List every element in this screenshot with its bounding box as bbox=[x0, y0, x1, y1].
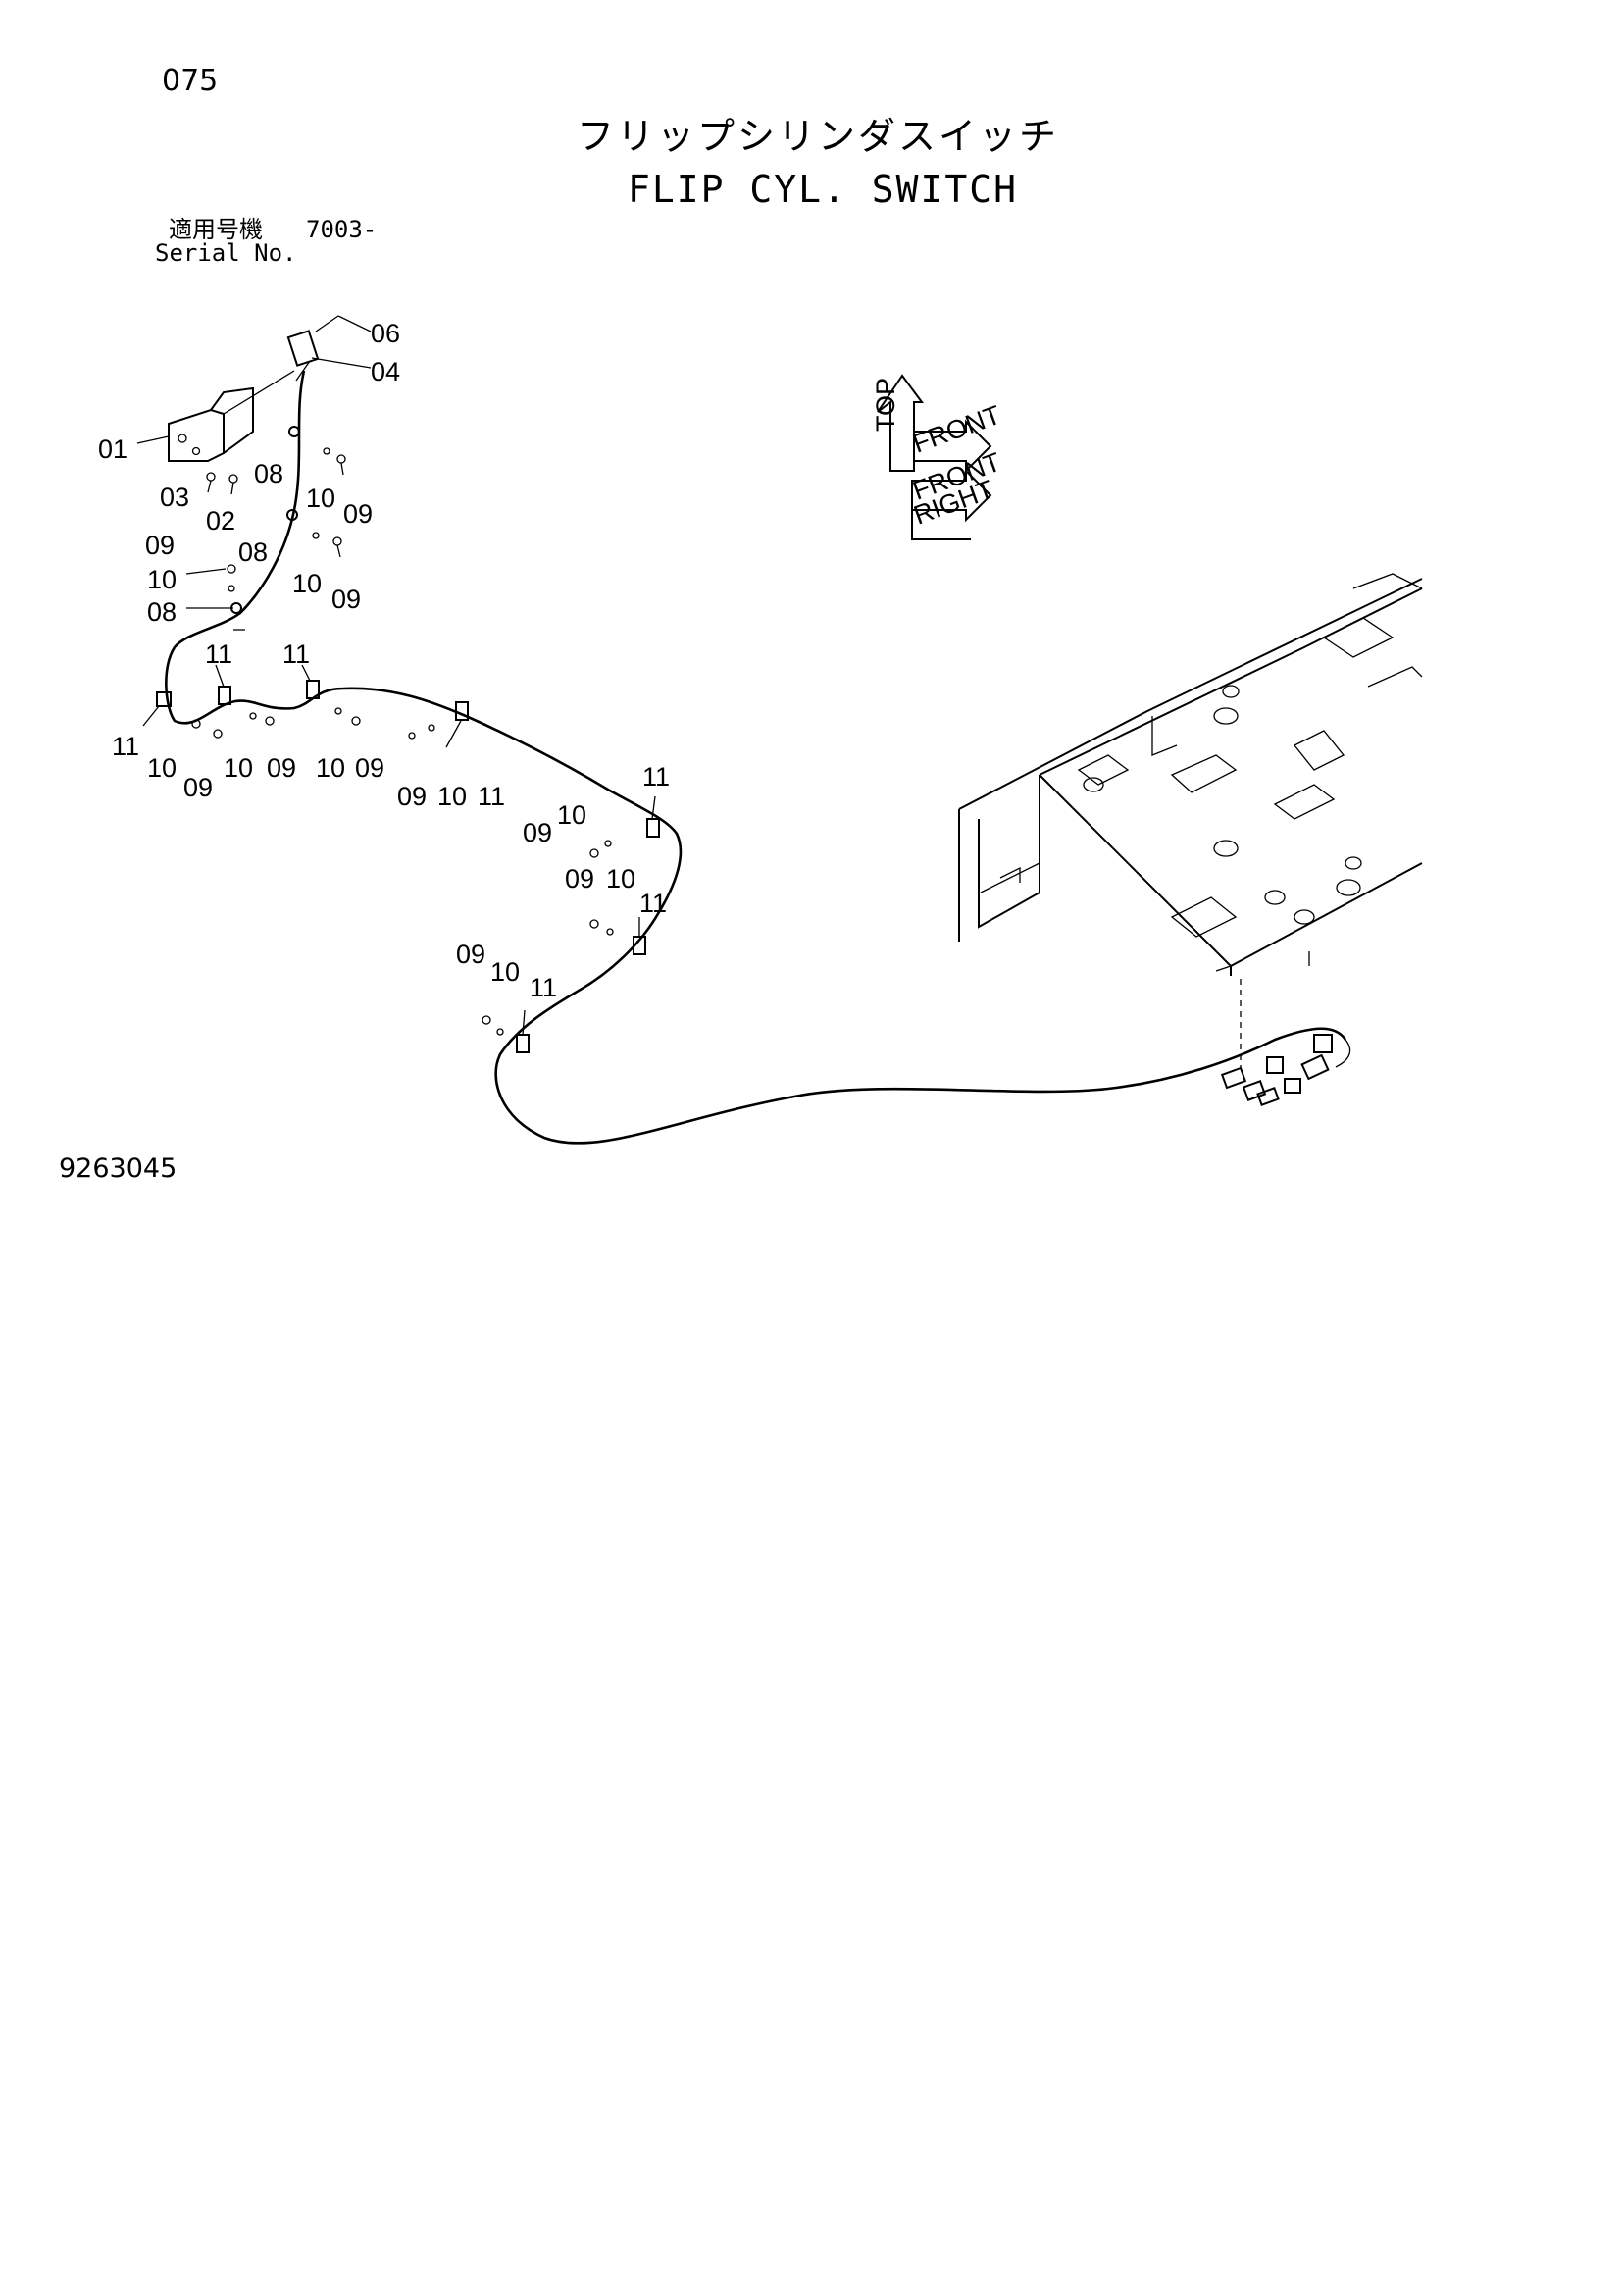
callout-09: 09 bbox=[267, 753, 296, 783]
callout-04: 04 bbox=[371, 357, 400, 386]
callout-09: 09 bbox=[343, 499, 373, 529]
cable-clamps bbox=[156, 426, 660, 1053]
leader-lines bbox=[136, 315, 656, 1036]
serial-label-japanese: 適用号機 bbox=[169, 216, 263, 243]
serial-label: Serial No. bbox=[155, 239, 297, 267]
callout-10: 10 bbox=[557, 800, 586, 830]
mounting-bracket bbox=[168, 370, 295, 462]
callout-11: 11 bbox=[205, 639, 232, 669]
arrow-label-top: TOP bbox=[871, 378, 900, 432]
serial-number-value: 7003- bbox=[306, 216, 378, 243]
callout-09: 09 bbox=[145, 531, 175, 560]
callout-11: 11 bbox=[478, 782, 505, 811]
page-title: FLIP CYL. SWITCH bbox=[628, 168, 1019, 211]
switch-assembly bbox=[286, 315, 339, 382]
callout-03: 03 bbox=[160, 483, 189, 512]
connectors bbox=[1220, 1034, 1351, 1106]
callout-08: 08 bbox=[254, 459, 283, 488]
callout-10: 10 bbox=[490, 957, 520, 987]
callout-11: 11 bbox=[639, 889, 667, 918]
callout-11: 11 bbox=[112, 732, 139, 761]
callout-08: 08 bbox=[147, 597, 177, 627]
figure-number: 9263045 bbox=[59, 1153, 178, 1184]
callout-08: 08 bbox=[238, 537, 268, 567]
callout-09: 09 bbox=[523, 818, 552, 847]
screws bbox=[191, 447, 614, 1036]
callout-labels: 06 04 01 03 02 08 10 09 08 10 09 09 10 0… bbox=[98, 319, 670, 1002]
callout-06: 06 bbox=[371, 319, 400, 348]
callout-10: 10 bbox=[147, 753, 177, 783]
callout-09: 09 bbox=[355, 753, 384, 783]
cable-harness bbox=[165, 370, 1347, 1145]
callout-09: 09 bbox=[456, 940, 485, 969]
page-number: 075 bbox=[162, 64, 219, 98]
callout-10: 10 bbox=[306, 484, 335, 513]
callout-10: 10 bbox=[437, 782, 467, 811]
callout-10: 10 bbox=[147, 565, 177, 594]
direction-arrows: TOP FRONT FRONT RIGHT bbox=[871, 374, 1004, 540]
callout-11: 11 bbox=[642, 762, 670, 791]
callout-01: 01 bbox=[98, 434, 127, 464]
page-title-japanese: フリップシリンダスイッチ bbox=[577, 115, 1060, 158]
callout-10: 10 bbox=[316, 753, 345, 783]
callout-11: 11 bbox=[282, 639, 310, 669]
callout-09: 09 bbox=[183, 773, 213, 802]
callout-09: 09 bbox=[565, 864, 594, 893]
callout-09: 09 bbox=[331, 585, 361, 614]
callout-10: 10 bbox=[224, 753, 253, 783]
callout-09: 09 bbox=[397, 782, 427, 811]
callout-10: 10 bbox=[292, 569, 322, 598]
machine-frame bbox=[958, 573, 1423, 1069]
callout-02: 02 bbox=[206, 506, 235, 536]
callout-10: 10 bbox=[606, 864, 635, 893]
callout-11: 11 bbox=[530, 973, 557, 1002]
